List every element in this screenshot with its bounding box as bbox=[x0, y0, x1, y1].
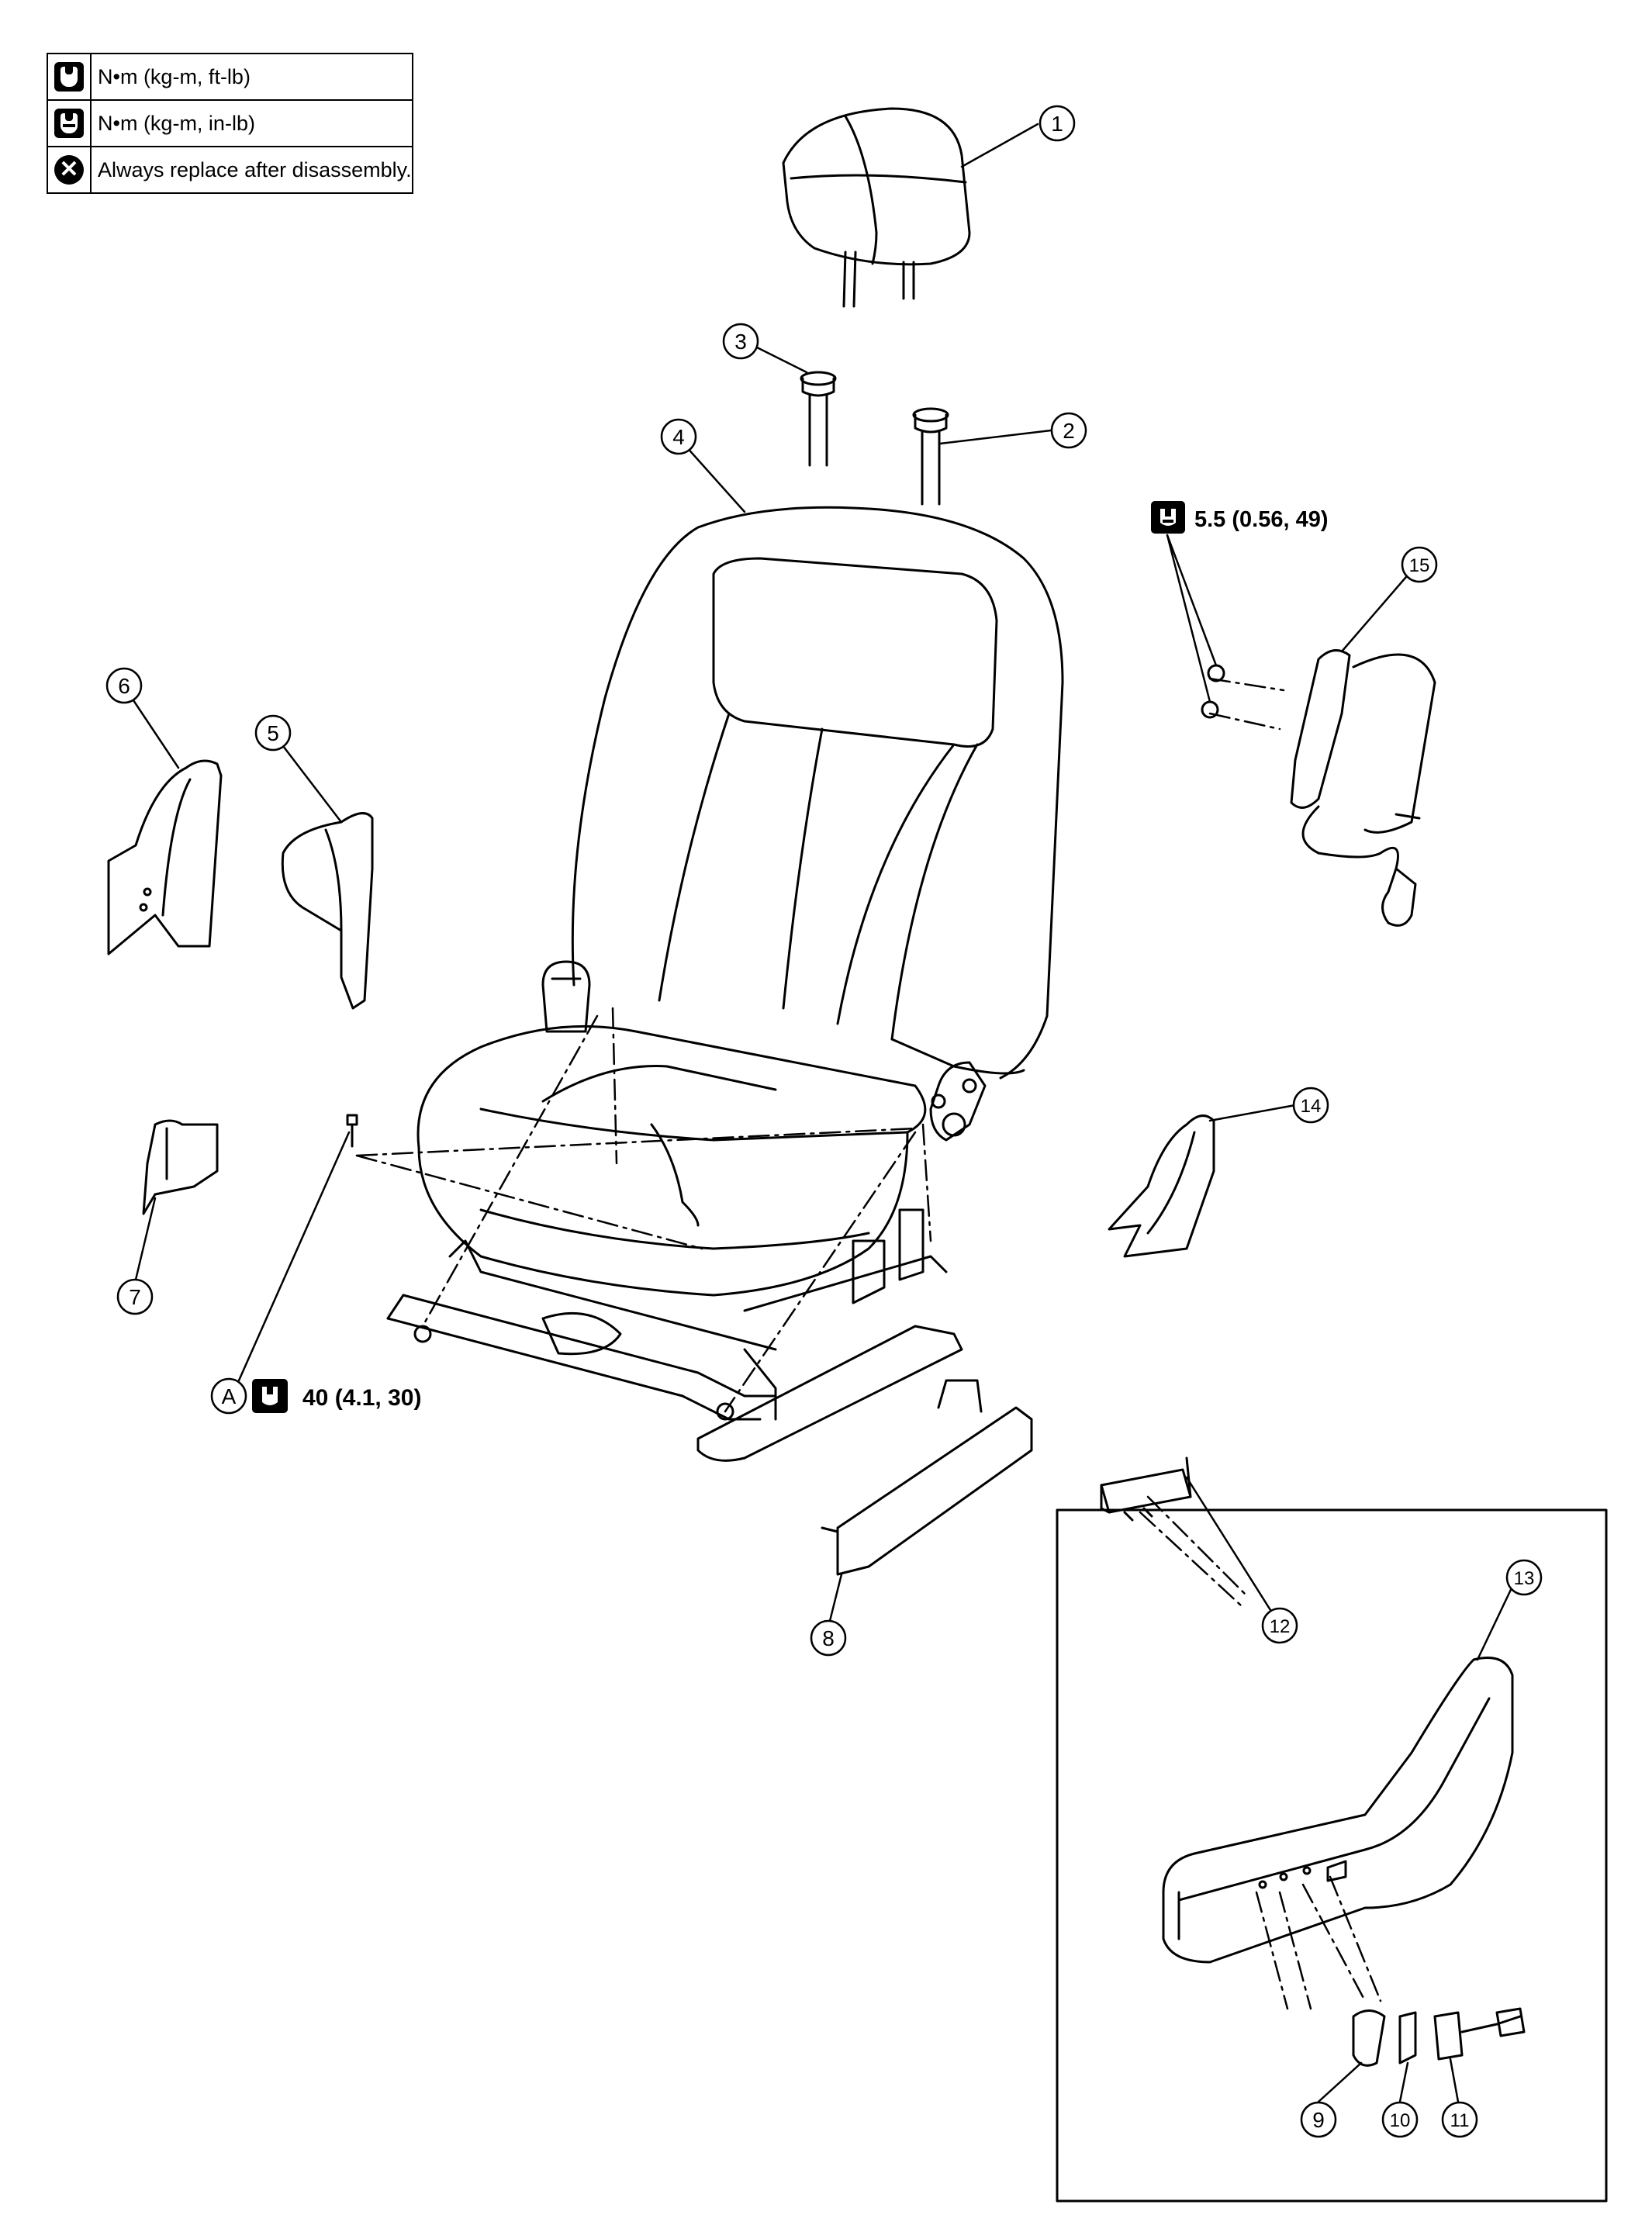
torque-in-lb-icon bbox=[1151, 501, 1185, 534]
side-trim-part bbox=[107, 759, 223, 955]
inset-frame bbox=[1056, 1508, 1608, 2203]
assembly-guide-lines bbox=[355, 677, 1382, 2010]
svg-text:15: 15 bbox=[1409, 555, 1430, 576]
svg-text:1: 1 bbox=[1051, 112, 1063, 136]
callout-8: 8 bbox=[810, 1619, 847, 1657]
legend-text-ft-lb: N•m (kg-m, ft-lb) bbox=[90, 53, 413, 101]
legend-row-torque-in-lb: N•m (kg-m, in-lb) bbox=[47, 99, 413, 147]
side-airbag-module-part bbox=[1201, 649, 1436, 927]
callout-12: 12 bbox=[1261, 1607, 1298, 1644]
svg-text:6: 6 bbox=[118, 674, 130, 698]
callout-7: 7 bbox=[116, 1278, 154, 1315]
rail-cover-part bbox=[821, 1379, 1033, 1576]
replace-after-disassembly-icon: ✕ bbox=[54, 155, 84, 185]
torque-spec-airbag-value: 5.5 (0.56, 49) bbox=[1194, 507, 1329, 532]
callout-1: 1 bbox=[1039, 105, 1076, 142]
seat-bolt-part bbox=[346, 1114, 358, 1148]
legend-row-replace: ✕ Always replace after disassembly. bbox=[47, 146, 413, 194]
callout-6: 6 bbox=[105, 667, 143, 704]
svg-text:8: 8 bbox=[822, 1626, 835, 1650]
callout-5: 5 bbox=[254, 714, 292, 752]
callout-13: 13 bbox=[1505, 1559, 1543, 1596]
torque-spec-airbag-nuts: 5.5 (0.56, 49) bbox=[1151, 501, 1329, 534]
torque-ft-lb-icon bbox=[252, 1379, 288, 1413]
svg-text:12: 12 bbox=[1270, 1616, 1291, 1637]
legend-text-in-lb: N•m (kg-m, in-lb) bbox=[90, 99, 413, 147]
svg-text:10: 10 bbox=[1390, 2110, 1411, 2131]
back-cover-part bbox=[281, 812, 374, 1010]
svg-text:2: 2 bbox=[1063, 419, 1075, 443]
callout-4: 4 bbox=[660, 418, 697, 455]
legend-table: N•m (kg-m, ft-lb) N•m (kg-m, in-lb) ✕ Al… bbox=[47, 53, 413, 194]
callout-2: 2 bbox=[1050, 412, 1087, 449]
reference-a-marker bbox=[210, 1377, 247, 1415]
headrest-part bbox=[782, 107, 971, 308]
svg-text:14: 14 bbox=[1301, 1096, 1322, 1117]
svg-text:3: 3 bbox=[734, 330, 747, 354]
callout-10: 10 bbox=[1381, 2101, 1419, 2138]
torque-ft-lb-icon bbox=[54, 62, 84, 92]
legend-text-replace: Always replace after disassembly. bbox=[90, 146, 413, 194]
recliner-cover-part bbox=[1108, 1114, 1215, 1258]
torque-spec-a-value: 40 (4.1, 30) bbox=[302, 1385, 421, 1411]
svg-text:7: 7 bbox=[129, 1285, 141, 1309]
svg-text:9: 9 bbox=[1312, 2108, 1325, 2132]
callout-9: 9 bbox=[1300, 2101, 1337, 2138]
seat-cushion-finisher-part bbox=[1162, 1657, 1514, 1964]
svg-text:4: 4 bbox=[672, 425, 685, 449]
headrest-guide-parts bbox=[800, 371, 949, 506]
seat-assembly-part bbox=[386, 506, 1064, 1462]
bracket-cover-part bbox=[142, 1119, 219, 1215]
switch-knob-parts bbox=[1352, 2007, 1526, 2067]
torque-in-lb-icon bbox=[54, 109, 84, 138]
callout-15: 15 bbox=[1401, 546, 1438, 583]
svg-text:5: 5 bbox=[267, 721, 279, 745]
callout-14: 14 bbox=[1292, 1087, 1329, 1124]
torque-spec-a: A 40 (4.1, 30) bbox=[210, 1377, 421, 1415]
power-seat-switch-part bbox=[1100, 1456, 1192, 1522]
svg-text:13: 13 bbox=[1514, 1568, 1535, 1589]
callout-3: 3 bbox=[722, 323, 759, 360]
callout-11: 11 bbox=[1441, 2101, 1478, 2138]
legend-row-torque-ft-lb: N•m (kg-m, ft-lb) bbox=[47, 53, 413, 101]
reference-a-label: A bbox=[222, 1384, 237, 1408]
svg-text:11: 11 bbox=[1450, 2110, 1470, 2131]
callout-markers: 1 2 3 4 5 6 7 8 9 10 11 12 13 14 15 bbox=[105, 105, 1543, 2138]
